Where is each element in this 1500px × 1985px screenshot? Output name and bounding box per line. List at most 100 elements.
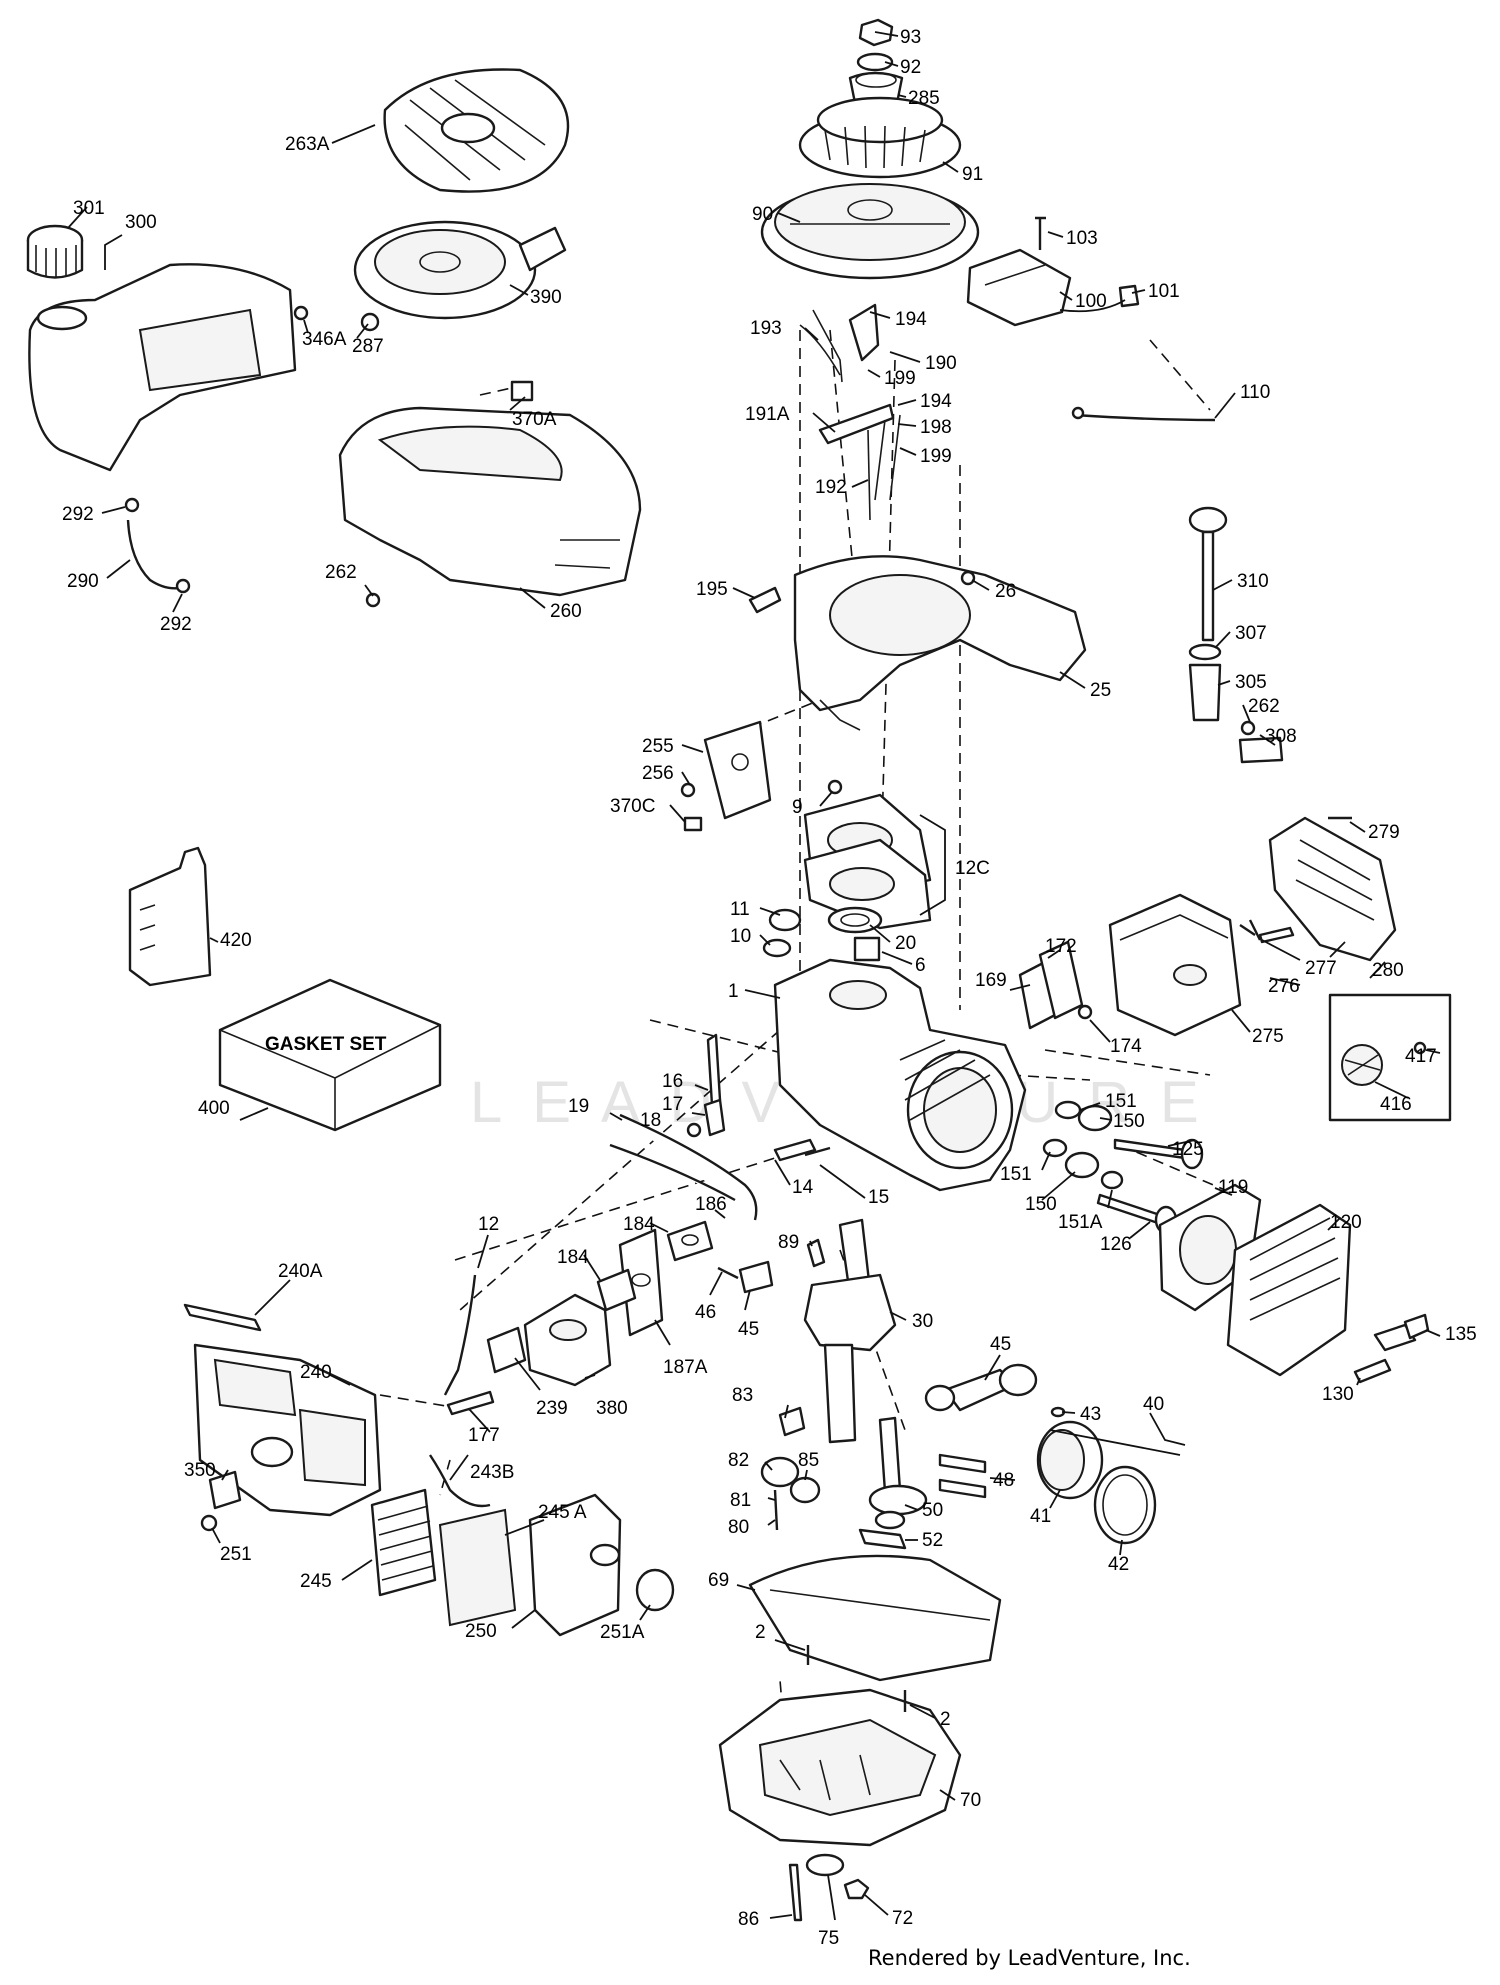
screw-26 — [960, 570, 976, 586]
callout-120: 120 — [1330, 1212, 1362, 1233]
valve-retainer-151b — [1042, 1138, 1068, 1158]
ignition-screw — [1035, 216, 1046, 250]
callout-50: 50 — [922, 1500, 943, 1521]
callout-276: 276 — [1268, 976, 1300, 997]
callout-292-top: 292 — [62, 504, 94, 525]
screw-262 — [365, 592, 381, 608]
callout-251A: 251A — [600, 1622, 645, 1643]
callout-245A: 245 A — [538, 1502, 587, 1523]
callout-100: 100 — [1075, 291, 1107, 312]
air-filter-element — [370, 1488, 437, 1597]
carb-gasket-239 — [486, 1326, 527, 1374]
callout-125: 125 — [1172, 1139, 1204, 1160]
callout-69: 69 — [708, 1570, 729, 1591]
dipstick — [1188, 506, 1228, 642]
spacer-187A — [618, 1228, 664, 1337]
mounting-stud — [446, 1390, 495, 1416]
callout-187A: 187A — [663, 1357, 708, 1378]
callout-16: 16 — [662, 1071, 683, 1092]
head-bolt — [1353, 1358, 1392, 1384]
screw-277 — [1258, 926, 1295, 944]
part-10 — [762, 938, 792, 958]
callout-72: 72 — [892, 1908, 913, 1929]
callout-42: 42 — [1108, 1554, 1129, 1575]
part-6 — [853, 936, 881, 962]
callout-169: 169 — [975, 970, 1007, 991]
callout-86: 86 — [738, 1909, 759, 1930]
callout-290: 290 — [67, 571, 99, 592]
callout-184-left: 184 — [557, 1247, 589, 1268]
cooling-fan — [798, 96, 962, 179]
governor-lever — [799, 303, 901, 501]
part-45a — [738, 1260, 774, 1294]
callout-243B: 243B — [470, 1462, 514, 1483]
cylinder-cover-bracket — [793, 555, 1087, 731]
flywheel-key — [806, 1238, 826, 1268]
callout-15: 15 — [868, 1187, 889, 1208]
piston — [1036, 1420, 1104, 1500]
callout-45-left: 45 — [738, 1319, 759, 1340]
callout-198: 198 — [920, 417, 952, 438]
callout-90: 90 — [752, 204, 773, 225]
fuel-tank — [28, 263, 297, 472]
callout-30: 30 — [912, 1311, 933, 1332]
callout-310: 310 — [1237, 571, 1269, 592]
dipstick-o-ring — [1188, 643, 1222, 661]
part-195 — [748, 586, 782, 614]
callout-195: 195 — [696, 579, 728, 600]
muffler-plate — [1038, 940, 1084, 1020]
callout-262-left: 262 — [325, 562, 357, 583]
spark-plug — [1373, 1313, 1430, 1352]
callout-151A: 151A — [1058, 1212, 1103, 1233]
callout-260: 260 — [550, 601, 582, 622]
callout-12C: 12C — [955, 858, 990, 879]
cylinder-head — [1226, 1203, 1352, 1377]
callout-101: 101 — [1148, 281, 1180, 302]
callout-151-top: 151 — [1105, 1091, 1137, 1112]
callout-172: 172 — [1045, 936, 1077, 957]
callout-151-mid: 151 — [1000, 1164, 1032, 1185]
callout-292-bottom: 292 — [160, 614, 192, 635]
callout-400: 400 — [198, 1098, 230, 1119]
callout-1: 1 — [728, 981, 739, 1002]
callout-18: 18 — [640, 1110, 661, 1131]
callout-380: 380 — [596, 1398, 628, 1419]
callout-91: 91 — [962, 164, 983, 185]
valve-spring-150b — [1064, 1151, 1100, 1179]
gasket-kit-12C — [803, 793, 946, 930]
callout-14: 14 — [792, 1177, 814, 1198]
throttle-bracket — [703, 720, 772, 820]
callout-45-right: 45 — [990, 1334, 1011, 1355]
screw-346A — [293, 305, 309, 321]
crankcase-cover — [718, 1688, 962, 1847]
callout-20: 20 — [895, 933, 916, 954]
callout-48: 48 — [993, 1470, 1014, 1491]
callout-130: 130 — [1322, 1384, 1354, 1405]
callout-46: 46 — [695, 1302, 716, 1323]
callout-192: 192 — [815, 477, 847, 498]
callout-255: 255 — [642, 736, 674, 757]
dipstick-tube — [1188, 663, 1222, 722]
callout-346A: 346A — [302, 329, 347, 350]
part-14 — [773, 1138, 817, 1162]
carb-gasket-184b — [596, 1268, 637, 1312]
callout-43: 43 — [1080, 1404, 1101, 1425]
flywheel — [760, 183, 980, 280]
callout-40: 40 — [1143, 1394, 1164, 1415]
callout-41: 41 — [1030, 1506, 1051, 1527]
callout-193: 193 — [750, 318, 782, 339]
callout-287: 287 — [352, 336, 384, 357]
gear-85 — [789, 1476, 821, 1504]
crankshaft — [803, 1218, 897, 1444]
choke-link — [609, 1143, 736, 1202]
callout-285: 285 — [908, 88, 940, 109]
screw-174 — [1077, 1004, 1093, 1020]
callout-92: 92 — [900, 57, 921, 78]
exhaust-valve-125 — [1113, 1138, 1204, 1170]
callout-89: 89 — [778, 1232, 799, 1253]
callout-85: 85 — [798, 1450, 819, 1471]
callout-126: 126 — [1100, 1234, 1132, 1255]
linkage — [867, 429, 871, 521]
screw-276 — [1239, 919, 1262, 941]
callout-80: 80 — [728, 1517, 749, 1538]
